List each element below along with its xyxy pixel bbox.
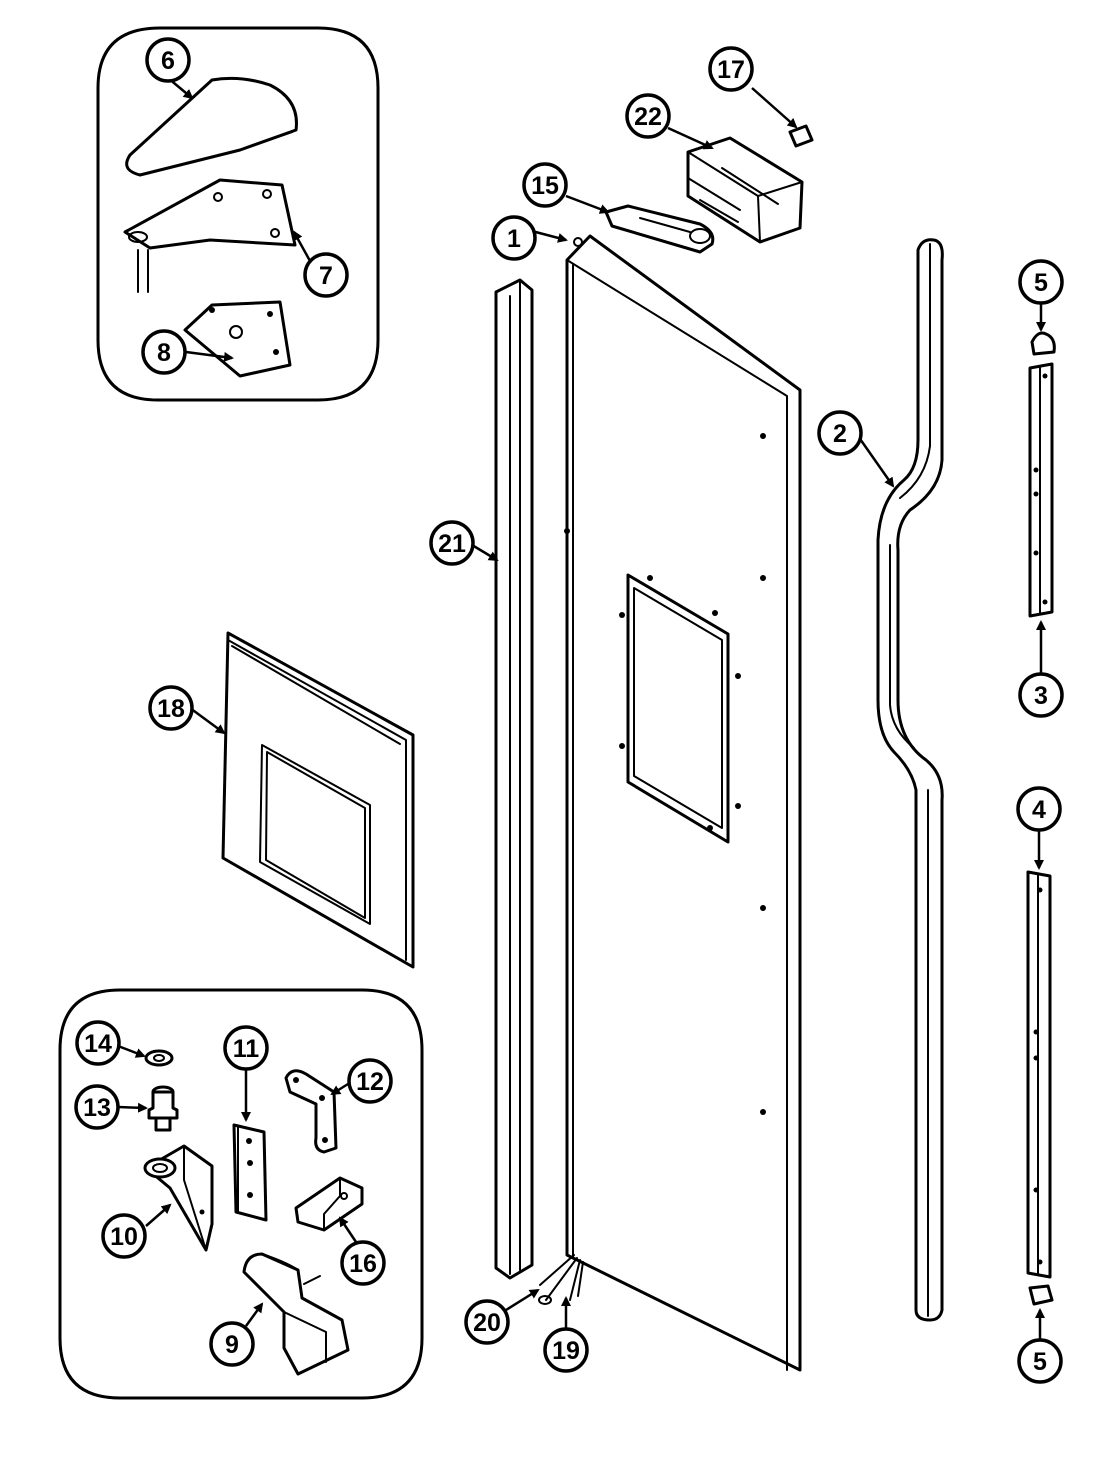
callout-5-top: 5 bbox=[1018, 259, 1064, 305]
svg-text:18: 18 bbox=[157, 695, 185, 723]
svg-text:4: 4 bbox=[1032, 796, 1046, 824]
part-8-shim bbox=[183, 300, 292, 378]
svg-text:6: 6 bbox=[161, 47, 175, 75]
part-6-hinge-cover bbox=[125, 76, 298, 177]
svg-text:20: 20 bbox=[473, 1309, 501, 1337]
svg-text:21: 21 bbox=[438, 530, 466, 558]
svg-text:11: 11 bbox=[233, 1035, 260, 1063]
part-1-door-panel bbox=[527, 228, 802, 1372]
svg-text:7: 7 bbox=[319, 262, 333, 290]
callout-19: 19 bbox=[543, 1327, 589, 1373]
svg-text:13: 13 bbox=[83, 1094, 111, 1122]
callout-15: 15 bbox=[522, 162, 568, 208]
svg-text:12: 12 bbox=[356, 1068, 384, 1096]
callout-4: 4 bbox=[1016, 786, 1062, 832]
callout-21: 21 bbox=[429, 520, 475, 566]
callout-5-bottom: 5 bbox=[1017, 1338, 1063, 1384]
callout-11: 11 bbox=[223, 1025, 269, 1071]
part-7-hinge bbox=[123, 178, 297, 293]
callout-13: 13 bbox=[74, 1084, 120, 1130]
svg-text:14: 14 bbox=[84, 1030, 112, 1058]
svg-text:22: 22 bbox=[634, 103, 662, 131]
callout-3: 3 bbox=[1018, 672, 1064, 718]
svg-text:16: 16 bbox=[349, 1250, 377, 1278]
callout-8: 8 bbox=[141, 329, 187, 375]
callout-1: 1 bbox=[491, 215, 537, 261]
svg-text:5: 5 bbox=[1033, 1348, 1047, 1376]
bottom-hinge-inset bbox=[58, 988, 424, 1400]
callout-6: 6 bbox=[145, 37, 191, 83]
svg-text:3: 3 bbox=[1034, 682, 1048, 710]
door-screws bbox=[564, 433, 766, 1115]
part-3-trim-upper bbox=[1028, 304, 1056, 673]
svg-text:9: 9 bbox=[225, 1331, 239, 1359]
svg-text:15: 15 bbox=[531, 172, 559, 200]
callout-16: 16 bbox=[340, 1240, 386, 1286]
part-16-bracket bbox=[294, 1176, 364, 1243]
svg-text:2: 2 bbox=[833, 420, 847, 448]
svg-text:17: 17 bbox=[717, 56, 745, 84]
callout-17: 17 bbox=[708, 46, 754, 92]
part-22-block bbox=[667, 126, 804, 244]
callout-9: 9 bbox=[209, 1321, 255, 1367]
svg-text:1: 1 bbox=[507, 225, 521, 253]
callout-18: 18 bbox=[148, 685, 194, 731]
top-hinge-inset bbox=[96, 26, 380, 402]
svg-text:5: 5 bbox=[1034, 269, 1048, 297]
callout-14: 14 bbox=[75, 1020, 121, 1066]
callout-10: 10 bbox=[101, 1213, 147, 1259]
part-11-plate bbox=[232, 1067, 268, 1222]
callout-22: 22 bbox=[625, 93, 671, 139]
part-9-hinge-bracket bbox=[242, 1252, 350, 1376]
part-19-20-wire-harness bbox=[505, 1254, 584, 1330]
callout-12: 12 bbox=[347, 1058, 393, 1104]
callout-2: 2 bbox=[817, 410, 863, 456]
part-18-dispenser-panel bbox=[189, 631, 415, 969]
part-14-washer bbox=[117, 1044, 174, 1067]
part-4-trim-lower bbox=[1026, 828, 1054, 1339]
part-10-hinge bbox=[143, 1144, 214, 1252]
callout-20: 20 bbox=[464, 1299, 510, 1345]
part-12-bracket bbox=[284, 1069, 349, 1154]
svg-text:10: 10 bbox=[110, 1223, 138, 1251]
svg-text:8: 8 bbox=[157, 339, 171, 367]
part-13-hinge-pin bbox=[117, 1085, 179, 1132]
part-2-handle bbox=[856, 238, 944, 1322]
part-15-latch bbox=[565, 194, 715, 254]
part-21-gasket-strip bbox=[471, 278, 534, 1280]
part-17-clip bbox=[751, 87, 814, 148]
callout-7: 7 bbox=[303, 252, 349, 298]
svg-text:19: 19 bbox=[552, 1337, 580, 1365]
